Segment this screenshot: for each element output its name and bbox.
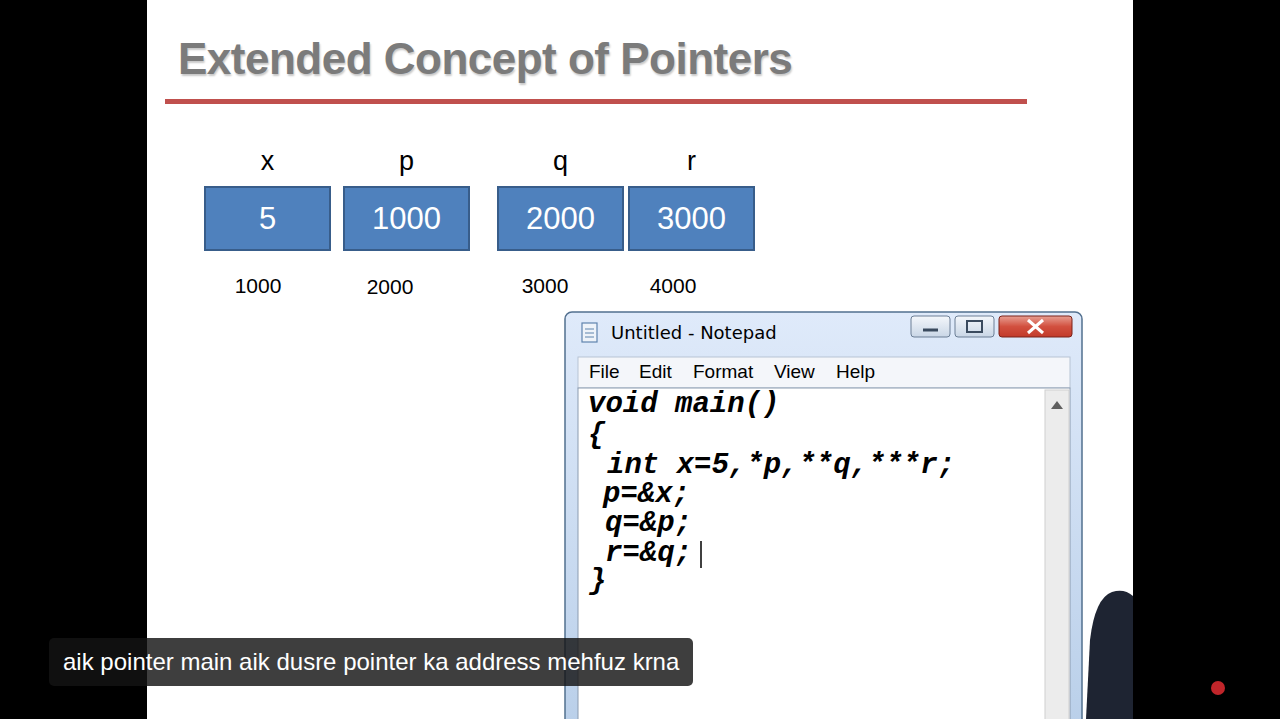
close-glyph: [1028, 320, 1043, 333]
stored-value: 3000: [657, 201, 726, 237]
code-line: void main(): [588, 390, 779, 420]
close-button: [999, 316, 1072, 337]
variable-name: q: [497, 146, 624, 176]
scrollbar: [1045, 390, 1069, 719]
memory-address: 3000: [522, 274, 569, 298]
presenter-silhouette: [1086, 591, 1133, 719]
code-line: {: [588, 421, 605, 451]
scroll-up-arrow: [1051, 401, 1063, 409]
menu-item: Format: [693, 361, 753, 383]
code-line: r=&q;: [605, 539, 692, 569]
variable-name: x: [204, 146, 331, 176]
minimize-glyph: [923, 329, 938, 332]
maximize-button: [955, 316, 994, 337]
memory-cell: x5: [204, 146, 331, 251]
notepad-icon-line: [585, 329, 594, 330]
code-line: }: [589, 567, 606, 597]
memory-address: 1000: [235, 274, 282, 298]
notepad-icon: [582, 323, 597, 342]
menu-item: Help: [836, 361, 875, 383]
menu-item: File: [589, 361, 620, 383]
menu-item: Edit: [639, 361, 672, 383]
value-box: 5: [204, 186, 331, 251]
title-underline: [165, 99, 1027, 104]
slide-title: Extended Concept of Pointers: [178, 34, 792, 84]
channel-logo: [1211, 681, 1225, 695]
memory-cell: q 2000: [497, 146, 624, 251]
memory-address: 4000: [650, 274, 697, 298]
minimize-button: [911, 316, 950, 337]
variable-name: p: [343, 146, 470, 176]
notepad-icon-line: [585, 333, 594, 334]
code-line: q=&p;: [605, 509, 692, 539]
code-line: int x=5,*p,**q,***r;: [607, 451, 955, 481]
maximize-glyph: [967, 321, 982, 332]
notepad-icon-line: [585, 337, 594, 338]
value-box: 1000: [343, 186, 470, 251]
video-subtitle: aik pointer main aik dusre pointer ka ad…: [49, 638, 693, 686]
menu-item: View: [774, 361, 815, 383]
memory-cell: p 1000: [343, 146, 470, 251]
menu-bar: [578, 357, 1070, 388]
stored-value: 5: [259, 201, 276, 237]
window-title: Untitled - Notepad: [611, 322, 777, 343]
memory-address: 2000: [367, 275, 414, 299]
stored-value: 2000: [526, 201, 595, 237]
value-box: 2000: [497, 186, 624, 251]
stored-value: 1000: [372, 201, 441, 237]
close-glyph: [1028, 320, 1043, 333]
value-box: 3000: [628, 186, 755, 251]
variable-name: r: [628, 146, 755, 176]
memory-cell: r 3000: [628, 146, 755, 251]
text-cursor: [700, 541, 702, 568]
code-line: p=&x;: [603, 480, 690, 510]
